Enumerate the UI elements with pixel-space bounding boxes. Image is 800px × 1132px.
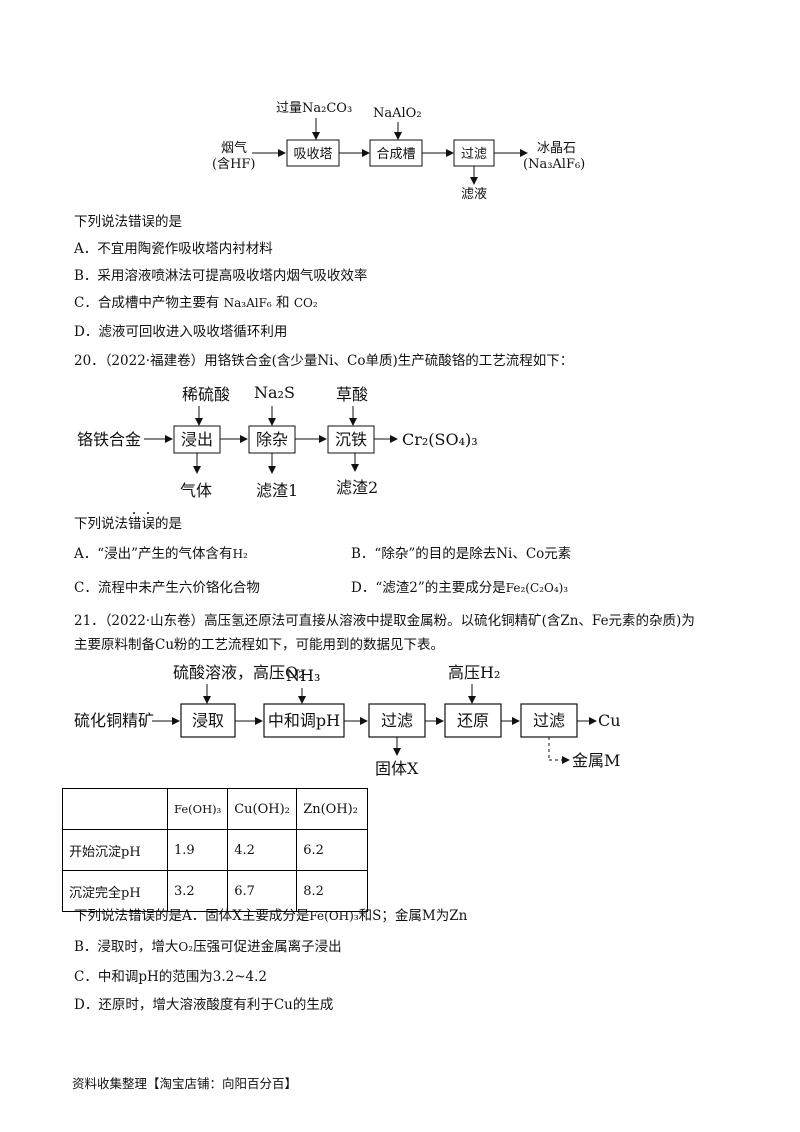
table-row: 沉淀完全pH 3.2 6.7 8.2 [62, 870, 369, 912]
flow1-feed-line-1: 烟气 [221, 140, 247, 156]
flow3-box-2-label: 中和调pH [268, 711, 340, 730]
flow2-product: Cr₂(SO₄)₃ [402, 430, 478, 449]
table-row: 开始沉淀pH 1.9 4.2 6.2 [62, 829, 369, 871]
emphasis-dot [147, 512, 149, 514]
table-header-cell: Zn(OH)₂ [296, 788, 369, 830]
q20-intro: 20．（2022·福建卷）用铬铁合金(含少量Ni、Co单质)生产硫酸铬的工艺流程… [74, 352, 573, 370]
q19-option-c-formula-1: Na₃AlF₆ [223, 296, 272, 310]
q21-stem-formula: Fe(OH)₃ [309, 909, 359, 923]
q19-option-c-formula-2: CO₂ [293, 296, 318, 310]
q20-number: 20． [74, 353, 105, 369]
q21-stem: 下列说法错误的是A．固体X主要成分是Fe(OH)₃和S；金属M为Zn [74, 907, 467, 925]
flow1-box-2-label: 合成槽 [376, 147, 415, 162]
q19-option-a: A．不宜用陶瓷作吸收塔内衬材料 [74, 241, 273, 257]
flow3-box-4-label: 还原 [457, 711, 489, 730]
flow2-box-1-label: 浸出 [181, 430, 213, 449]
flow1-product-line-2: (Na₃AlF₆) [523, 157, 585, 172]
flow3-feed: 硫化铜精矿 [74, 711, 154, 730]
flow2-top-2: Na₂S [254, 383, 295, 402]
flow2-bottom-2: 滤渣1 [256, 481, 298, 500]
flow2-top-1: 稀硫酸 [182, 385, 230, 404]
q19-option-c-and: 和 [276, 295, 290, 311]
page-footer: 资料收集整理【淘宝店铺：向阳百分百】 [72, 1076, 298, 1091]
table-header-cell [62, 788, 168, 830]
flow3-box-5-label: 过滤 [533, 711, 565, 730]
table-cell: 6.2 [296, 829, 369, 871]
flow-diagram-1: 过量Na₂CO₃ NaAlO₂ 烟气 (含HF) 吸收塔 合成槽 过滤 冰晶石 … [212, 101, 585, 202]
q20-option-a-formula: H₂ [232, 547, 248, 561]
flow2-bottom-3: 滤渣2 [336, 478, 378, 497]
flow1-input-top-2: NaAlO₂ [373, 106, 422, 121]
q20-option-d-formula: Fe₂(C₂O₄)₃ [505, 581, 569, 595]
flow2-feed: 铬铁合金 [77, 430, 141, 449]
q21-source: （2022·山东卷） [104, 613, 205, 629]
q21-intro-line-1: 21．（2022·山东卷）高压氢还原法可直接从溶液中提取金属粉。以硫化铜精矿(含… [74, 612, 695, 630]
table-cell: 8.2 [296, 870, 369, 912]
q21-intro-line-2: 主要原料制备Cu粉的工艺流程如下，可能用到的数据见下表。 [74, 637, 445, 653]
emphasis-dot [133, 512, 135, 514]
flow2-box-3-label: 沉铁 [335, 430, 367, 449]
q19-option-c: C．合成槽中产物主要有 Na₃AlF₆ 和 CO₂ [74, 294, 318, 312]
q21-option-b: B．浸取时，增大O₂压强可促进金属离子浸出 [74, 938, 342, 956]
q19-option-d: D．滤液可回收进入吸收塔循环利用 [74, 324, 288, 340]
q20-option-c: C．流程中未产生六价铬化合物 [74, 580, 260, 596]
flow1-box-1-label: 吸收塔 [293, 147, 332, 162]
q21-stem-suffix: 和S；金属M为Zn [358, 908, 468, 924]
q19-option-b: B．采用溶液喷淋法可提高吸收塔内烟气吸收效率 [74, 268, 368, 284]
q20-option-d-text: D．“滤渣2”的主要成分是 [351, 580, 506, 596]
precipitation-ph-table: Fe(OH)₃ Cu(OH)₂ Zn(OH)₂ 开始沉淀pH 1.9 4.2 6… [62, 788, 369, 912]
q20-option-a: A．“浸出”产生的气体含有H₂ [74, 545, 248, 563]
table-cell: 6.7 [227, 870, 298, 912]
flow3-bottom-2: 金属M [572, 751, 620, 770]
flow-diagram-3: 硫酸溶液，高压O₂ NH₃ 高压H₂ 硫化铜精矿 浸取 中和调pH 过滤 还原 … [74, 663, 621, 778]
table-header-row: Fe(OH)₃ Cu(OH)₂ Zn(OH)₂ [62, 788, 369, 830]
q21-option-d: D．还原时，增大溶液酸度有利于Cu的生成 [74, 997, 334, 1013]
flow3-top-1: 硫酸溶液，高压O₂ [173, 663, 305, 682]
flow3-top-3: 高压H₂ [448, 663, 500, 682]
q21-intro-text-1: 高压氢还原法可直接从溶液中提取金属粉。以硫化铜精矿(含Zn、Fe元素的杂质)为 [204, 613, 695, 629]
q21-number: 21． [74, 613, 105, 629]
flow3-top-2: NH₃ [286, 666, 320, 685]
q19-option-c-text: C．合成槽中产物主要有 [74, 295, 220, 311]
table-header-cell: Fe(OH)₃ [166, 788, 229, 830]
flow1-input-top-1: 过量Na₂CO₃ [276, 101, 352, 116]
flow1-bottom-label: 滤液 [461, 187, 487, 202]
flow2-top-3: 草酸 [336, 385, 368, 404]
q21-option-c: C．中和调pH的范围为3.2~4.2 [74, 969, 267, 985]
q20-option-a-text: A．“浸出”产生的气体含有 [74, 546, 233, 562]
flow1-box-3-label: 过滤 [461, 147, 487, 162]
flow1-product-line-1: 冰晶石 [537, 141, 576, 156]
q20-option-b: B．“除杂”的目的是除去Ni、Co元素 [351, 546, 572, 562]
flow2-box-2-label: 除杂 [256, 430, 288, 449]
flow3-box-1-label: 浸取 [192, 711, 224, 730]
q21-option-b-formula: O₂ [178, 940, 194, 954]
flow1-feed-line-2: (含HF) [212, 156, 256, 172]
flow-diagram-2: 稀硫酸 Na₂S 草酸 铬铁合金 浸出 除杂 沉铁 Cr₂(SO₄)₃ 气体 滤… [77, 383, 478, 500]
flow3-box-3-label: 过滤 [381, 711, 413, 730]
q21-option-b-suffix: 压强可促进金属离子浸出 [193, 939, 342, 955]
flow3-product: Cu [598, 711, 621, 730]
q20-source: （2022·福建卷） [104, 353, 205, 369]
q21-stem-text: 下列说法错误的是A．固体X主要成分是 [74, 908, 310, 924]
table-cell: 3.2 [166, 870, 229, 912]
flow2-bottom-1: 气体 [180, 481, 212, 500]
table-header-cell: Cu(OH)₂ [227, 788, 298, 830]
q21-option-b-text: B．浸取时，增大 [74, 939, 179, 955]
table-cell: 沉淀完全pH [62, 870, 168, 912]
q19-stem: 下列说法错误的是 [74, 214, 182, 230]
table-cell: 1.9 [166, 829, 229, 871]
q20-option-d: D．“滤渣2”的主要成分是Fe₂(C₂O₄)₃ [351, 579, 568, 597]
table-cell: 开始沉淀pH [62, 829, 168, 871]
table-cell: 4.2 [227, 829, 298, 871]
q20-intro-text: 用铬铁合金(含少量Ni、Co单质)生产硫酸铬的工艺流程如下： [204, 353, 574, 369]
flow3-bottom-1: 固体X [375, 759, 419, 778]
q20-stem: 下列说法错误的是 [74, 516, 182, 532]
